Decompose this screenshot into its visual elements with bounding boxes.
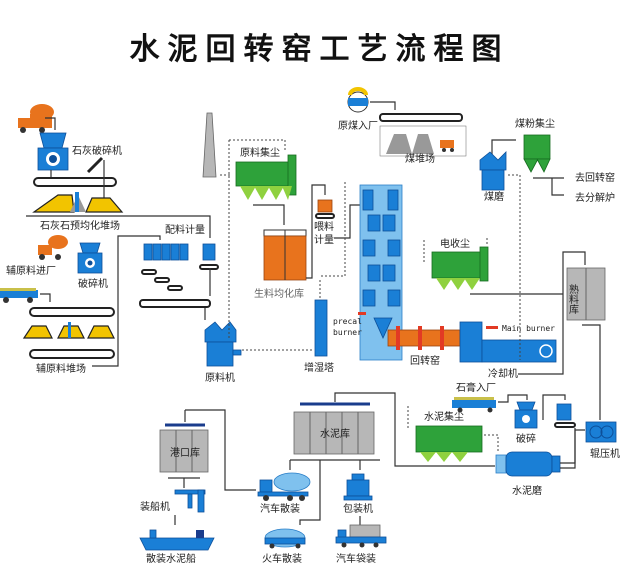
label-bulk-cement-ship: 散装水泥船 — [146, 552, 196, 565]
port-silo-icon — [159, 423, 209, 473]
label-crusher: 破碎机 — [78, 277, 108, 290]
cement-dust-collector-icon — [415, 425, 483, 462]
label-batching-metering: 配料计量 — [165, 223, 205, 236]
conveyor-belt — [379, 113, 463, 122]
label-aux-material-in: 辅原料进厂 — [6, 264, 56, 277]
label-raw-coal-in: 原煤入厂 — [338, 119, 378, 132]
conveyor-belt — [139, 299, 211, 308]
label-truck-bagged: 汽车袋装 — [336, 552, 376, 565]
batching-bins-icon — [143, 243, 216, 261]
label-precal-burner-1: precal — [333, 317, 362, 326]
cement-silo-icon — [293, 402, 375, 455]
label-cement-mill: 水泥磨 — [512, 484, 542, 497]
label-cement-silo: 水泥库 — [320, 427, 350, 440]
coal-dust-collector-icon — [523, 134, 551, 173]
raw-homogenization-silo-icon — [263, 229, 307, 281]
label-roller-press: 辊压机 — [590, 447, 620, 460]
label-limestone-crusher: 石灰破碎机 — [72, 144, 122, 157]
label-raw-mill: 原料机 — [205, 371, 235, 384]
label-coal-mill: 煤磨 — [484, 190, 504, 203]
ship-loader-icon — [174, 489, 206, 513]
label-conditioning-tower: 增湿塔 — [304, 361, 334, 374]
label-coal-yard: 煤堆场 — [405, 152, 435, 165]
label-rotary-kiln: 回转窑 — [410, 354, 440, 367]
label-cement-dust-collector: 水泥集尘 — [424, 410, 464, 423]
packer-icon — [343, 473, 373, 501]
clinker-silo-icon — [566, 267, 606, 321]
aux-stockpile-icon — [22, 322, 115, 339]
coal-mill-icon — [479, 151, 507, 191]
label-to-calciner: 去分解炉 — [575, 191, 615, 204]
label-main-burner: Main burner — [502, 324, 555, 333]
diagram-title: 水泥回转窑工艺流程图 — [129, 32, 510, 67]
feed-metering-icon — [315, 199, 335, 219]
electrostatic-precipitator-icon — [431, 246, 489, 290]
label-ship-loader: 装船机 — [140, 500, 170, 513]
limestone-crusher-icon — [37, 132, 69, 171]
label-coal-dust-collector: 煤粉集尘 — [515, 117, 555, 130]
label-gypsum-in: 石膏入厂 — [456, 381, 496, 394]
conveyor-belt — [33, 177, 117, 187]
label-clinker-silo: 熟料库 — [567, 283, 579, 315]
label-feed-metering-1: 喂料 — [314, 220, 334, 233]
label-port-silo: 港口库 — [170, 446, 200, 459]
limestone-stockpile-icon — [32, 192, 124, 213]
label-aux-material-yard: 辅原料堆场 — [36, 362, 86, 375]
coal-yard-icon — [379, 125, 467, 157]
rotary-kiln-icon — [387, 326, 461, 350]
cooler-icon — [459, 321, 557, 363]
gypsum-bin-icon — [554, 403, 576, 428]
conditioning-tower-icon — [314, 299, 328, 357]
cement-mill-icon — [495, 451, 561, 477]
raw-mill-icon — [204, 321, 242, 367]
gypsum-wagon-icon — [452, 397, 496, 413]
label-truck-bulk: 汽车散装 — [260, 502, 300, 515]
label-crushing: 破碎 — [516, 432, 536, 445]
label-to-rotary-kiln: 去回转窑 — [575, 171, 615, 184]
conveyor-belt — [29, 307, 115, 317]
truck-bagged-icon — [335, 524, 387, 548]
roller-press-icon — [585, 421, 617, 443]
preheater-tower-icon — [358, 184, 403, 361]
train-bulk-icon — [264, 528, 306, 549]
label-raw-dust-collector: 原料集尘 — [240, 146, 280, 159]
conveyor-belt — [29, 349, 115, 359]
label-raw-homo-silo: 生料均化库 — [254, 287, 304, 300]
label-esp: 电收尘 — [440, 237, 470, 250]
raw-coal-in-icon — [347, 87, 369, 113]
label-packer: 包装机 — [343, 502, 373, 515]
aux-crusher-icon — [77, 242, 103, 274]
raw-dust-collector-icon — [235, 154, 297, 200]
bulk-cement-ship-icon — [139, 529, 215, 551]
truck-bulk-icon — [257, 472, 311, 501]
aux-rail-wagon-icon — [0, 288, 38, 303]
gypsum-crusher-icon — [514, 401, 538, 429]
label-feed-metering-2: 计量 — [314, 233, 334, 246]
chimney-icon — [202, 112, 217, 178]
label-cooler: 冷却机 — [488, 367, 518, 380]
label-train-bulk: 火车散装 — [262, 552, 302, 565]
label-limestone-prehomo-yard: 石灰石预均化堆场 — [40, 219, 120, 232]
aux-truck-icon — [38, 235, 68, 260]
label-precal-burner-2: burner — [333, 328, 362, 337]
